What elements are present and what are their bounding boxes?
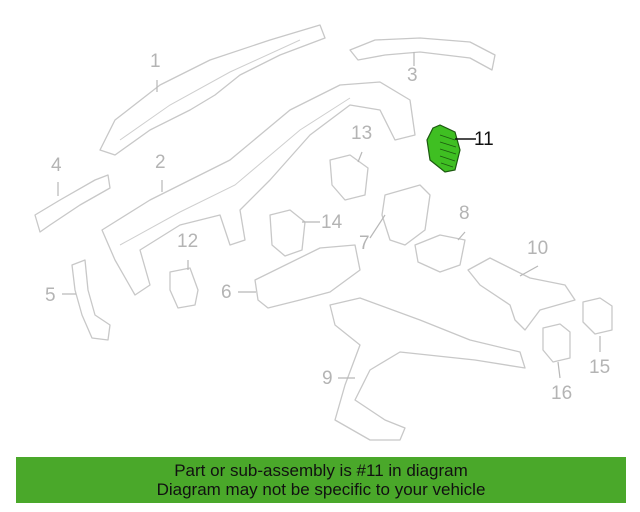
callout-16: 16 — [551, 383, 573, 404]
callout-6: 6 — [221, 282, 232, 303]
part-10-duct[interactable] — [467, 257, 576, 331]
part-2-main-duct[interactable] — [101, 81, 416, 296]
callout-5: 5 — [45, 285, 56, 306]
callout-9: 9 — [322, 368, 333, 389]
part-3-duct[interactable] — [349, 37, 496, 71]
part-15-vent[interactable] — [582, 297, 613, 335]
part-1-defroster-duct[interactable] — [99, 24, 326, 156]
part-11-air-vent[interactable] — [426, 124, 461, 173]
callout-4: 4 — [51, 155, 62, 176]
callout-1: 1 — [150, 51, 161, 72]
callout-11[interactable]: 11 — [474, 129, 494, 150]
callout-2: 2 — [155, 152, 166, 173]
part-7-outlet[interactable] — [381, 184, 431, 246]
callout-leaders — [57, 52, 601, 379]
part-9-floor-duct[interactable] — [329, 297, 526, 441]
banner-disclaimer: Diagram may not be specific to your vehi… — [156, 480, 486, 499]
part-6-duct[interactable] — [254, 244, 361, 309]
part-13-vent[interactable] — [329, 154, 369, 201]
part-14-vent[interactable] — [269, 209, 306, 257]
callout-14: 14 — [321, 212, 343, 233]
part-5-duct[interactable] — [71, 259, 111, 341]
part-4-duct[interactable] — [34, 174, 111, 233]
callout-3: 3 — [407, 65, 418, 86]
part-16-vent[interactable] — [542, 323, 571, 363]
callout-7: 7 — [359, 233, 370, 254]
callout-12: 12 — [177, 231, 199, 252]
callout-15: 15 — [589, 357, 611, 378]
callout-8: 8 — [459, 203, 470, 224]
banner-part-note: Part or sub-assembly is #11 in diagram — [174, 461, 468, 480]
info-banner: Part or sub-assembly is #11 in diagram D… — [16, 457, 626, 503]
callout-10: 10 — [527, 238, 549, 259]
part-12-vent[interactable] — [169, 267, 199, 309]
callout-13: 13 — [351, 123, 373, 144]
part-8-duct[interactable] — [414, 234, 466, 273]
